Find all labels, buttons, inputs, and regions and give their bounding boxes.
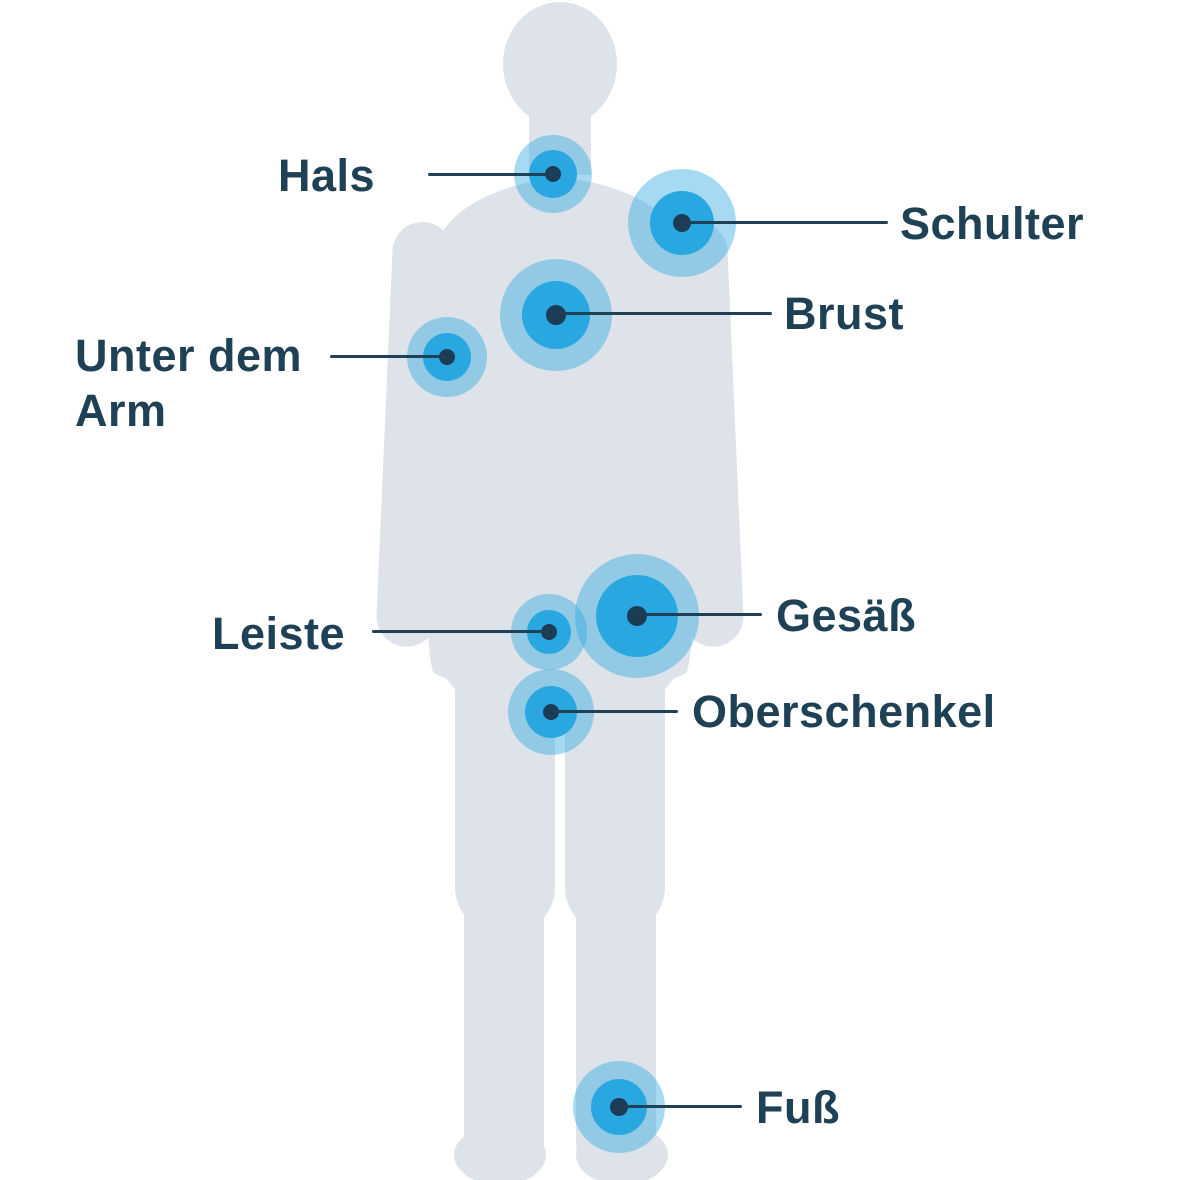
connector-brust bbox=[556, 312, 772, 315]
silhouette-left-arm bbox=[376, 221, 453, 647]
silhouette-right-thigh bbox=[565, 600, 665, 935]
connector-gesaess bbox=[637, 613, 762, 616]
silhouette-left-calf bbox=[464, 860, 544, 1180]
label-leiste: Leiste bbox=[212, 608, 346, 659]
connector-schulter bbox=[682, 221, 888, 224]
connector-fuss bbox=[619, 1105, 742, 1108]
connector-oberschenkel bbox=[551, 710, 678, 713]
label-unter-dem-arm: Unter dem Arm bbox=[75, 330, 303, 436]
marker-dot bbox=[545, 166, 561, 182]
label-fuss: Fuß bbox=[756, 1082, 840, 1133]
marker-dot bbox=[546, 305, 566, 325]
label-hals: Hals bbox=[278, 150, 376, 201]
marker-dot bbox=[627, 606, 647, 626]
silhouette-right-foot bbox=[576, 1125, 668, 1180]
label-brust: Brust bbox=[784, 288, 905, 339]
marker-dot bbox=[439, 349, 455, 365]
connector-hals bbox=[428, 173, 553, 176]
marker-dot bbox=[541, 624, 557, 640]
connector-leiste bbox=[372, 630, 549, 633]
label-gesaess: Gesäß bbox=[776, 590, 917, 641]
label-schulter: Schulter bbox=[900, 198, 1085, 249]
silhouette-left-foot bbox=[454, 1125, 546, 1180]
label-oberschenkel: Oberschenkel bbox=[692, 686, 996, 737]
connector-unter-dem-arm bbox=[330, 355, 447, 358]
silhouette-left-thigh bbox=[455, 600, 555, 935]
silhouette-right-arm bbox=[667, 221, 744, 647]
